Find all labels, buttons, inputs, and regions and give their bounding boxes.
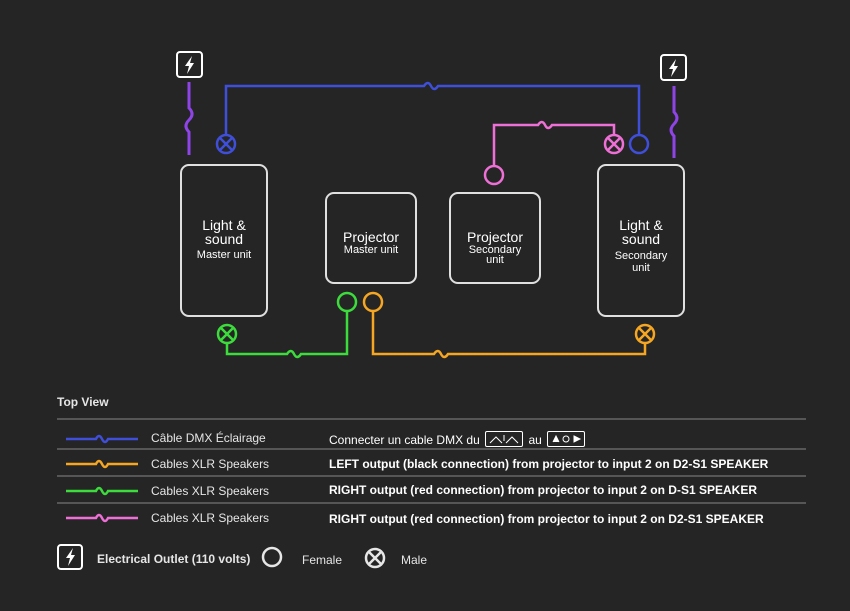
unit-title: Projector	[342, 229, 400, 245]
power-cable-right	[669, 86, 679, 158]
male-connector-icon	[634, 323, 656, 345]
legend-swatch-green	[66, 486, 138, 496]
light-sound-secondary-label: Light & sound Secondary unit	[598, 218, 684, 274]
light-sound-master-label: Light & sound Master unit	[181, 218, 267, 261]
outlet-key-label: Electrical Outlet (110 volts)	[97, 552, 251, 566]
legend-desc-mid: au	[528, 433, 542, 447]
male-connector-icon	[216, 323, 238, 345]
power-cable-left	[184, 82, 194, 155]
female-connector-icon	[362, 291, 384, 313]
female-key-label: Female	[302, 553, 343, 567]
light-sound-master-box	[180, 164, 268, 317]
unit-subtitle: Secondary unit	[468, 244, 522, 266]
unit-title: Light & sound	[202, 217, 246, 247]
male-connector-icon	[215, 133, 237, 155]
dmx-console-icon	[485, 431, 524, 447]
projector-master-label: Projector Master unit	[326, 230, 416, 256]
projector-secondary-box	[449, 192, 541, 284]
legend-desc-dmx: Connecter un cable DMX du au	[329, 431, 587, 447]
legend-label-green: Cables XLR Speakers	[151, 484, 270, 498]
projector-master-box	[325, 192, 417, 284]
female-connector-icon	[628, 133, 650, 155]
power-outlet-icon	[57, 544, 83, 570]
female-connector-icon	[336, 291, 358, 313]
power-outlet-icon	[660, 54, 687, 81]
male-connector-icon	[603, 133, 625, 155]
xlr-cable-pink	[492, 120, 616, 166]
projector-secondary-label: Projector Secondary unit	[450, 229, 540, 266]
female-connector-icon	[483, 164, 505, 186]
legend-desc-prefix: Connecter un cable DMX du	[329, 433, 480, 447]
lighting-fixture-icon	[547, 431, 586, 447]
unit-title: Projector	[466, 229, 524, 245]
legend-swatch-orange	[66, 459, 138, 469]
unit-subtitle: Master unit	[343, 244, 399, 256]
section-title: Top View	[57, 395, 109, 409]
xlr-cable-orange	[371, 311, 647, 359]
light-sound-secondary-box	[597, 164, 685, 317]
dmx-cable	[224, 81, 641, 134]
xlr-cable-green	[225, 311, 349, 359]
unit-title: Light & sound	[619, 217, 663, 247]
unit-subtitle: Secondary unit	[614, 250, 668, 274]
legend-desc-green: RIGHT output (red connection) from proje…	[329, 483, 757, 497]
legend-label-dmx: Câble DMX Éclairage	[151, 431, 266, 445]
unit-subtitle: Master unit	[196, 249, 252, 261]
legend-swatch-dmx	[66, 434, 138, 444]
legend-desc-orange: LEFT output (black connection) from proj…	[329, 457, 769, 471]
female-connector-icon	[261, 546, 283, 568]
legend-label-pink: Cables XLR Speakers	[151, 511, 270, 525]
legend-swatch-pink	[66, 513, 138, 523]
male-key-label: Male	[401, 553, 428, 567]
legend-label-orange: Cables XLR Speakers	[151, 457, 270, 471]
male-connector-icon	[364, 547, 386, 569]
legend-desc-pink: RIGHT output (red connection) from proje…	[329, 512, 764, 526]
power-outlet-icon	[176, 51, 203, 78]
